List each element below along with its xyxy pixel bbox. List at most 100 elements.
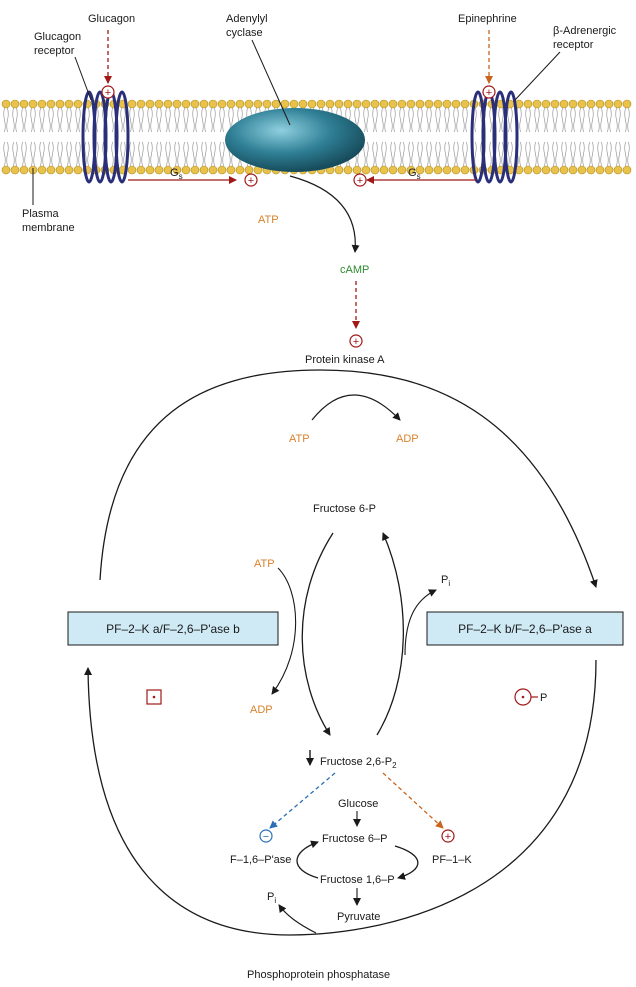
lipid-head-icon — [46, 99, 56, 109]
lipid-tail-icon — [84, 141, 90, 167]
lipid-head-icon — [226, 99, 236, 109]
lipid-head-icon — [208, 99, 218, 109]
lipid-tail-icon — [372, 107, 378, 133]
lipid-head-icon — [235, 165, 245, 175]
lipid-tail-icon — [138, 141, 144, 167]
lipid-tail-icon — [381, 107, 387, 133]
adenylyl-cyclase-icon — [225, 108, 365, 172]
lipid-tail-icon — [48, 107, 54, 133]
inhibit-f16pase-arrow — [269, 772, 336, 829]
svg-text:PF–2–K a/F–2,6–P'ase b: PF–2–K a/F–2,6–P'ase b — [106, 622, 240, 636]
camp-label: cAMP — [340, 264, 369, 276]
lipid-tail-icon — [615, 107, 621, 133]
svg-text:P: P — [540, 692, 547, 704]
lipid-head-icon — [595, 99, 605, 109]
lipid-head-icon — [145, 165, 155, 175]
lipid-tail-icon — [525, 107, 531, 133]
lipid-tail-icon — [624, 107, 630, 133]
cycle-bottom-arc-arrow — [84, 659, 597, 936]
lipid-head-icon — [37, 165, 47, 175]
lipid-head-icon — [181, 165, 191, 175]
leader-lines — [32, 39, 561, 205]
lipid-tail-icon — [57, 107, 63, 133]
lipid-tail-icon — [183, 107, 189, 133]
lipid-tail-icon — [129, 141, 135, 167]
pi-right-branch-arrow — [404, 589, 437, 656]
lipid-tail-icon — [435, 107, 441, 133]
plus-gs-left-icon: + — [244, 173, 258, 187]
lipid-tail-icon — [606, 107, 612, 133]
plus-glucagon-icon: + — [101, 85, 115, 99]
lipid-head-icon — [253, 99, 263, 109]
lipid-head-icon — [325, 99, 335, 109]
lipid-head-icon — [154, 99, 164, 109]
lipid-tail-icon — [507, 141, 513, 167]
lipid-tail-icon — [57, 141, 63, 167]
lipid-head-icon — [586, 165, 596, 175]
adp-mid-label: ADP — [396, 433, 419, 445]
lipid-head-icon — [460, 165, 470, 175]
lipid-head-icon — [613, 165, 623, 175]
lipid-tail-icon — [507, 107, 513, 133]
lipid-head-icon — [361, 165, 371, 175]
lipid-tail-icon — [624, 141, 630, 167]
lipid-tail-icon — [147, 141, 153, 167]
plus-epinephrine-icon: + — [482, 85, 496, 99]
lipid-head-icon — [199, 165, 209, 175]
glucagon-receptor-label-2: receptor — [34, 45, 75, 57]
lipid-head-icon — [460, 99, 470, 109]
atp-mid-label: ATP — [289, 433, 310, 445]
pka-atp-adp-arrow — [311, 394, 401, 421]
lipid-head-icon — [523, 99, 533, 109]
lipid-head-icon — [1, 99, 11, 109]
lipid-head-icon — [559, 165, 569, 175]
lipid-head-icon — [415, 99, 425, 109]
atp-top-label: ATP — [258, 214, 279, 226]
lipid-tail-icon — [561, 107, 567, 133]
lipid-head-icon — [559, 99, 569, 109]
lipid-head-icon — [190, 165, 200, 175]
beta-receptor-label: β-Adrenergic — [553, 25, 617, 37]
lipid-head-icon — [442, 99, 452, 109]
lipid-tail-icon — [12, 107, 18, 133]
lipid-head-icon — [19, 165, 29, 175]
lipid-tail-icon — [219, 107, 225, 133]
lipid-head-icon — [163, 99, 173, 109]
lipid-head-icon — [10, 165, 20, 175]
lipid-head-icon — [226, 165, 236, 175]
atp-left-branch-arrow — [271, 567, 297, 695]
fructose-16p-label: Fructose 1,6–P — [320, 874, 395, 886]
phosphorylated-symbol-icon: P — [514, 688, 547, 706]
lipid-head-icon — [397, 165, 407, 175]
lipid-head-icon — [190, 99, 200, 109]
glucagon-receptor-label: Glucagon — [34, 31, 81, 43]
svg-text:+: + — [248, 175, 254, 187]
lipid-head-icon — [37, 99, 47, 109]
svg-text:+: + — [357, 175, 363, 187]
lipid-tail-icon — [444, 107, 450, 133]
lipid-head-icon — [523, 165, 533, 175]
lipid-head-icon — [361, 99, 371, 109]
lipid-head-icon — [379, 165, 389, 175]
lipid-head-icon — [307, 99, 317, 109]
minus-f16pase-icon: − — [259, 829, 273, 843]
plasma-membrane — [1, 99, 632, 175]
adenylyl-cyclase-label-2: cyclase — [226, 27, 263, 39]
lipid-head-icon — [442, 165, 452, 175]
lipid-head-icon — [595, 165, 605, 175]
svg-text:PF–2–K b/F–2,6–P'ase a: PF–2–K b/F–2,6–P'ase a — [458, 622, 592, 636]
lipid-head-icon — [541, 165, 551, 175]
lipid-head-icon — [217, 165, 227, 175]
lipid-head-icon — [235, 99, 245, 109]
lipid-head-icon — [154, 165, 164, 175]
lipid-head-icon — [622, 99, 632, 109]
lipid-tail-icon — [543, 107, 549, 133]
lipid-tail-icon — [201, 107, 207, 133]
lipid-head-icon — [46, 165, 56, 175]
lipid-head-icon — [244, 99, 254, 109]
svg-text:+: + — [486, 87, 492, 99]
lipid-head-icon — [244, 165, 254, 175]
lipid-tail-icon — [219, 141, 225, 167]
lipid-tail-icon — [462, 107, 468, 133]
lipid-head-icon — [10, 99, 20, 109]
